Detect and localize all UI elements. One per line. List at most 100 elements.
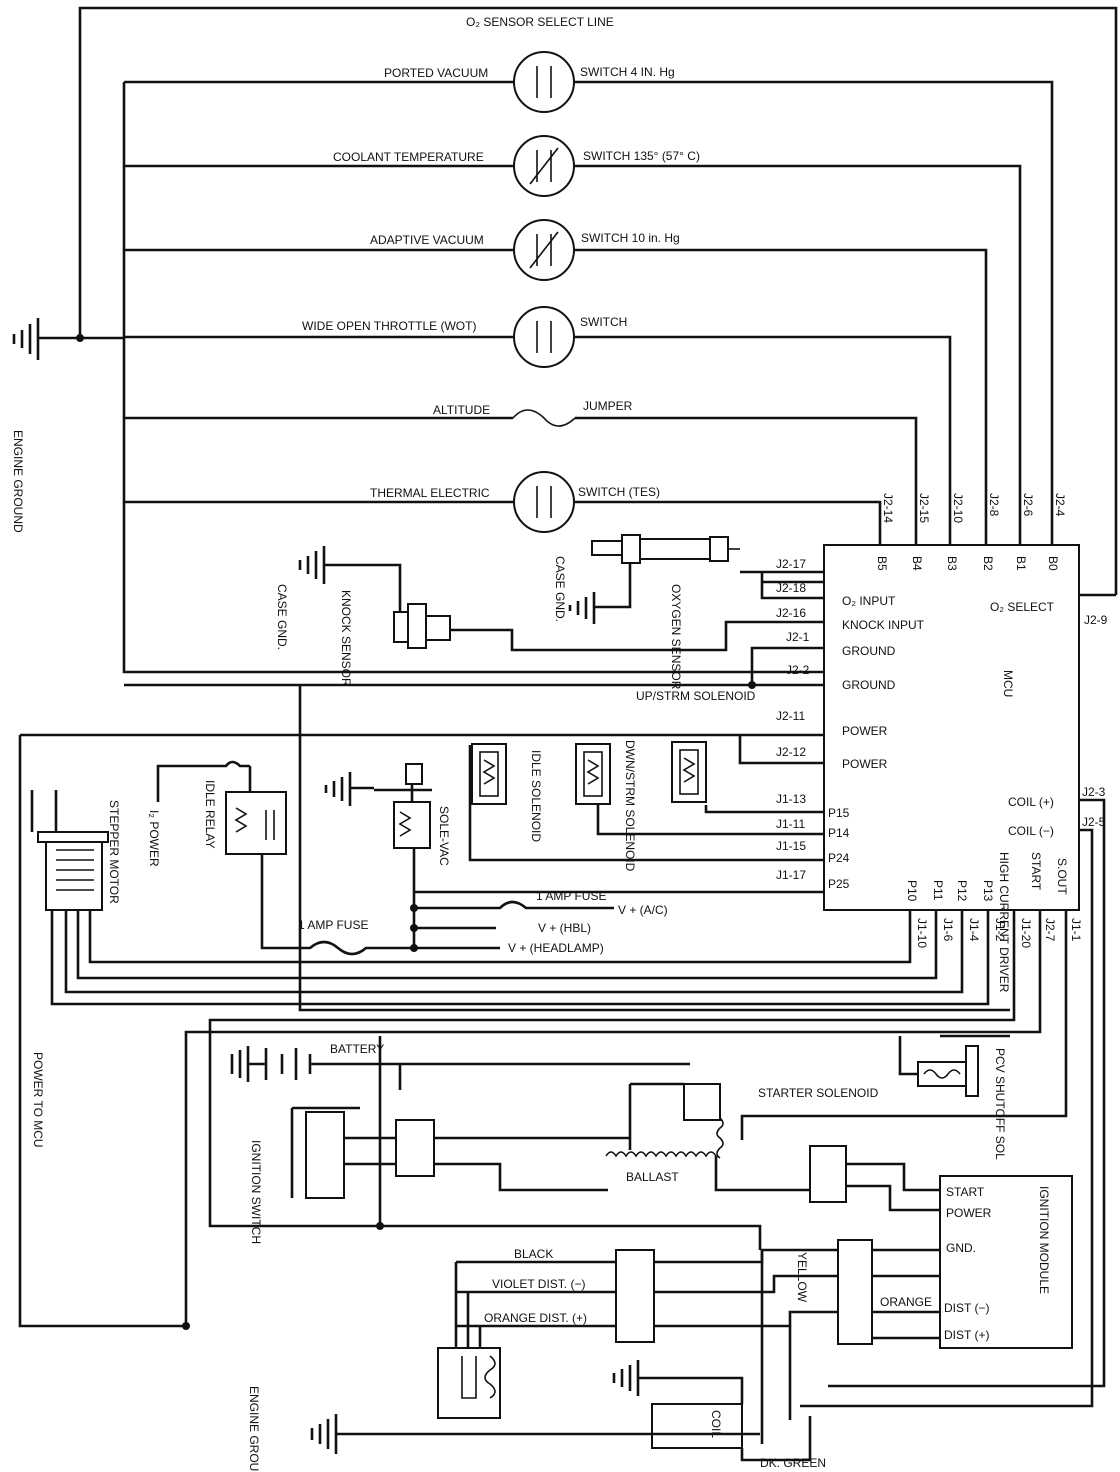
svg-text:B5: B5 <box>875 556 889 571</box>
oxygen-sensor-icon <box>591 534 740 609</box>
connector-block-mid <box>809 1145 940 1212</box>
p24-label: P24 <box>828 851 850 865</box>
up-strm-solenoid-label: UP/STRM SOLENOID <box>636 689 756 703</box>
ground-symbol-coil <box>612 1360 640 1396</box>
svg-text:B2: B2 <box>981 556 995 571</box>
wot-switch-label: SWITCH <box>580 315 627 329</box>
im-power-label: POWER <box>946 1206 992 1220</box>
p10-label: P10 <box>905 880 919 902</box>
pin-j2-8: J2-8 <box>987 493 1001 517</box>
svg-text:J1-10: J1-10 <box>915 918 929 948</box>
case-gnd-label-knock: CASE GND. <box>275 584 289 650</box>
dwn-strm-solenoid-label: DWN/STRM SOLENOID <box>623 740 637 872</box>
power-2-label: POWER <box>842 757 888 771</box>
s-out-label: S.OUT <box>1055 858 1069 895</box>
pin-j2-14: J2-14 <box>881 493 895 523</box>
switch-4-label: SWITCH 4 IN. Hg <box>580 65 675 79</box>
pin-j2-3: J2-3 <box>1082 785 1106 799</box>
dk-green-label: DK. GREEN <box>760 1456 826 1470</box>
ballast-label: BALLAST <box>626 1170 679 1184</box>
case-gnd-label-o2: CASE GND. <box>553 556 567 622</box>
black-wire-label: BLACK <box>514 1247 553 1261</box>
p12-label: P12 <box>955 880 969 902</box>
altitude-label: ALTITUDE <box>433 403 490 417</box>
adaptive-vacuum-switch-icon <box>513 219 575 281</box>
ground-1-label: GROUND <box>842 644 896 658</box>
up-strm-solenoid-icon <box>671 741 707 803</box>
switch-135-label: SWITCH 135° (57° C) <box>583 149 700 163</box>
svg-text:J1-17: J1-17 <box>776 868 806 882</box>
ignition-module-label: IGNITION MODULE <box>1037 1186 1051 1294</box>
switch-10-label: SWITCH 10 in. Hg <box>581 231 680 245</box>
orange-dist-label: ORANGE DIST. (+) <box>484 1311 587 1325</box>
thermal-electric-label: THERMAL ELECTRIC <box>370 486 490 500</box>
ported-vacuum-switch-icon <box>513 51 575 113</box>
o2-select-line-label: O₂ SENSOR SELECT LINE <box>466 15 614 29</box>
svg-text:J2-16: J2-16 <box>776 606 806 620</box>
svg-text:B4: B4 <box>910 556 924 571</box>
case-ground-symbol-o2 <box>568 592 596 624</box>
mcu-label: MCU <box>1001 670 1015 697</box>
case-ground-symbol-knock <box>298 546 326 584</box>
violet-dist-label: VIOLET DIST. (−) <box>492 1277 585 1291</box>
svg-text:J2-7: J2-7 <box>1043 918 1057 942</box>
mcu-top-pins: J2-14 J2-15 J2-10 J2-8 J2-6 J2-4 <box>881 493 1067 523</box>
svg-text:J2-12: J2-12 <box>776 745 806 759</box>
engine-ground-label-bottom: ENGINE GROUND <box>247 1386 261 1472</box>
svg-text:B1: B1 <box>1014 556 1028 571</box>
ballast-icon <box>605 1151 810 1192</box>
p13-label: P13 <box>981 880 995 902</box>
pin-j2-4: J2-4 <box>1053 493 1067 517</box>
engine-ground-symbol-bottom <box>310 1414 760 1454</box>
svg-text:J2-11: J2-11 <box>776 709 805 723</box>
coil-icon <box>638 1376 812 1462</box>
sole-vac-label: SOLE-VAC <box>437 806 451 866</box>
im-dist-plus-label: DIST (+) <box>944 1328 989 1342</box>
amp-fuse-2-label: 1 AMP FUSE <box>298 918 368 932</box>
dwn-strm-solenoid-icon <box>575 743 611 805</box>
ground-2-label: GROUND <box>842 678 896 692</box>
svg-text:J1-1: J1-1 <box>1069 918 1083 942</box>
i2-power-label: I₂ POWER <box>147 810 161 867</box>
im-dist-minus-label: DIST (−) <box>944 1301 989 1315</box>
im-start-label: START <box>946 1185 985 1199</box>
svg-text:B3: B3 <box>945 556 959 571</box>
idle-solenoid-label: IDLE SOLENOID <box>529 750 543 842</box>
knock-sensor-label: KNOCK SENSOR <box>339 590 353 687</box>
idle-relay-label: IDLE RELAY <box>203 780 217 848</box>
v-hbl-label: V + (HBL) <box>538 921 591 935</box>
svg-text:B0: B0 <box>1046 556 1060 571</box>
ignition-module-box <box>939 1175 1073 1349</box>
adaptive-vacuum-label: ADAPTIVE VACUUM <box>370 233 484 247</box>
svg-text:J2-18: J2-18 <box>776 581 806 595</box>
coil-minus-label: COIL (−) <box>1008 824 1054 838</box>
wot-switch-icon <box>513 306 575 368</box>
engine-ground-symbol-top <box>12 318 40 360</box>
ignition-switch-label: IGNITION SWITCH <box>249 1140 263 1244</box>
start-label: START <box>1029 852 1043 891</box>
orange-wire-label: ORANGE <box>880 1295 932 1309</box>
svg-text:J2-2: J2-2 <box>786 663 810 677</box>
wot-label: WIDE OPEN THROTTLE (WOT) <box>302 319 476 333</box>
p25-label: P25 <box>828 877 850 891</box>
pin-j2-9: J2-9 <box>1084 613 1108 627</box>
knock-input-label: KNOCK INPUT <box>842 618 925 632</box>
stepper-motor-icon <box>30 790 109 911</box>
starter-solenoid-icon <box>628 1082 724 1159</box>
amp-fuse-1-label: 1 AMP FUSE <box>536 889 606 903</box>
coolant-temp-label: COOLANT TEMPERATURE <box>333 150 484 164</box>
pcv-shutoff-solenoid-icon <box>898 1034 1010 1097</box>
coolant-switch-icon <box>513 135 575 197</box>
p14-label: P14 <box>828 826 850 840</box>
pin-j2-10: J2-10 <box>951 493 965 523</box>
o2-select-label: O₂ SELECT <box>990 600 1055 614</box>
svg-text:J1-4: J1-4 <box>967 918 981 942</box>
p11-label: P11 <box>931 880 945 901</box>
jumper-label: JUMPER <box>583 399 633 413</box>
oxygen-sensor-label: OXYGEN SENSOR <box>669 584 683 690</box>
connector-block-ignition <box>837 1239 940 1345</box>
ignition-switch-icon <box>290 1106 630 1199</box>
engine-ground-label-top: ENGINE GROUND <box>11 430 25 533</box>
svg-text:J1-15: J1-15 <box>776 839 806 853</box>
